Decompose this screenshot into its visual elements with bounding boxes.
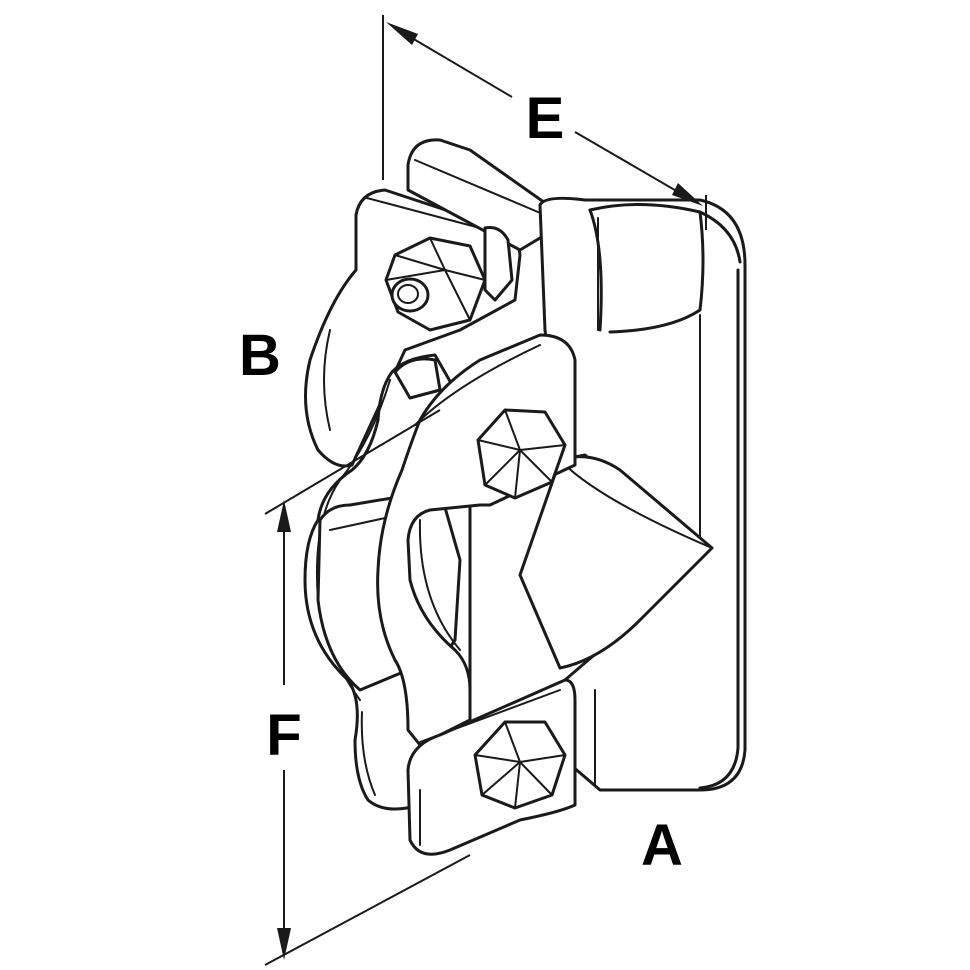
label-e: E: [526, 86, 565, 151]
dimension-f: [264, 409, 471, 966]
label-b: B: [239, 323, 281, 388]
label-a: A: [641, 813, 683, 878]
dimension-e: [382, 15, 707, 230]
lower-front-bolt: [473, 720, 567, 810]
label-f: F: [266, 703, 301, 768]
middle-front-bolt: [393, 357, 567, 500]
v-notch-wedge: [518, 455, 714, 670]
upper-rear-bolt: [384, 226, 514, 332]
